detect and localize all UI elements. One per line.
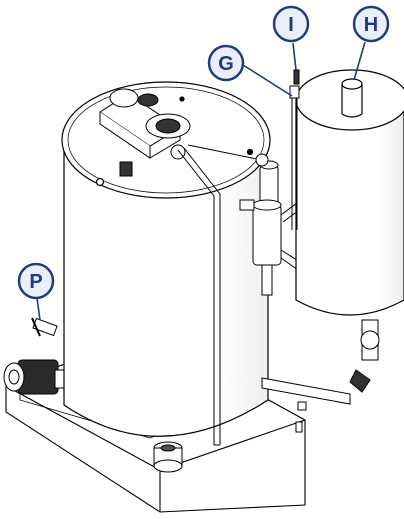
- callout-g: G: [207, 44, 245, 82]
- callout-h: H: [352, 5, 390, 43]
- filter-assembly: [239, 153, 319, 296]
- callout-i-label: I: [288, 14, 294, 36]
- drain-fitting: [153, 441, 183, 473]
- mixer-motor: [99, 88, 191, 177]
- callout-h-label: H: [364, 14, 378, 36]
- callout-p-label: P: [29, 271, 42, 293]
- vent-line: [289, 69, 300, 230]
- callout-p: P: [17, 262, 55, 300]
- transfer-pipe: [177, 144, 263, 446]
- lower-piping: [261, 319, 380, 433]
- metering-pump: [3, 359, 70, 395]
- inlet-nozzle: [31, 317, 58, 337]
- callout-i: I: [272, 5, 310, 43]
- secondary-vessel: [295, 69, 404, 316]
- callout-leaders: [36, 41, 366, 321]
- callout-g-label: G: [218, 53, 234, 75]
